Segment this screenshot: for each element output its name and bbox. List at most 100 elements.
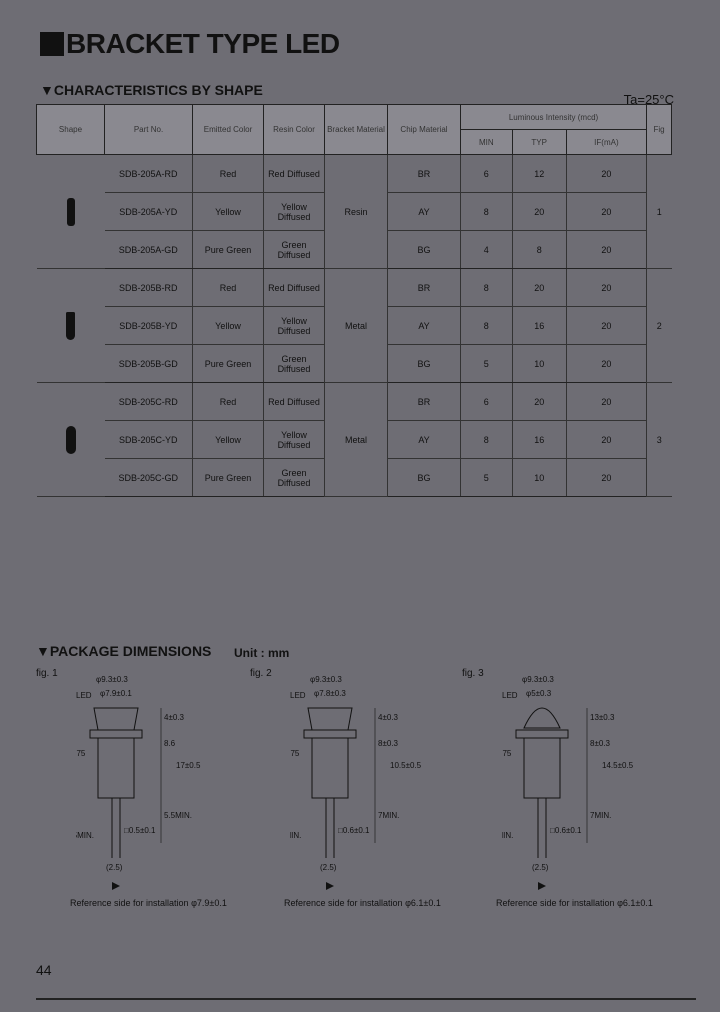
if-ma: 20 [565,306,647,345]
title-text: BRACKET TYPE LED [66,28,340,59]
chip-material: BG [387,230,461,269]
resin-color: Green Diffused [263,230,325,269]
if-ma: 20 [565,154,647,193]
dim-d1: φ9.3±0.3 [310,675,342,684]
reference-note: Reference side for installation φ6.1±0.1 [284,898,441,908]
lum-min: 4 [460,230,513,269]
dim-d2: φ7.8±0.3 [314,689,346,698]
chip-material: AY [387,306,461,345]
chip-material: BR [387,268,461,307]
dim-h3: 10.5±0.5 [390,761,422,770]
title-block-icon [40,32,64,56]
lum-min: 5 [460,344,513,383]
fig-label: fig. 1 [36,668,58,679]
resin-color: Yellow Diffused [263,306,325,345]
chip-material: BG [387,344,461,383]
lum-min: 8 [460,192,513,231]
lum-min: 6 [460,382,513,421]
dim-h2: 8±0.3 [590,739,611,748]
body [523,737,561,799]
th-bracket: Bracket Material [324,104,388,155]
dim-h1: 4±0.3 [378,713,399,722]
emitted-color: Yellow [192,192,264,231]
led-label: LED [502,691,518,700]
dim-h1: 4±0.3 [164,713,185,722]
dim-pin: □0.5±0.1 [124,826,156,835]
page-number: 44 [36,962,52,978]
part-no: SDB-205C-RD [104,382,193,421]
fig-ref: 1 [646,154,672,269]
footer-rule [36,998,696,1000]
led-label: LED [76,691,92,700]
fig-ref: 2 [646,268,672,383]
resin-color: Green Diffused [263,458,325,497]
chip-material: AY [387,192,461,231]
shape-cell [36,154,105,269]
lum-typ: 20 [511,268,567,307]
part-no: SDB-205A-RD [104,154,193,193]
lum-typ: 12 [511,154,567,193]
dim-h3: 17±0.5 [176,761,201,770]
lum-typ: 16 [511,306,567,345]
shape-cell [36,382,105,497]
fig-ref: 3 [646,382,672,497]
dim-d2: φ7.9±0.1 [100,689,132,698]
body [311,737,349,799]
if-ma: 20 [565,382,647,421]
characteristics-table: Shape Part No. Emitted Color Resin Color… [36,104,672,497]
lum-typ: 10 [511,458,567,497]
lum-typ: 20 [511,382,567,421]
dim-h4: 7MIN. [378,811,399,820]
chip-material: BG [387,458,461,497]
bracket-material: Resin [324,154,388,269]
part-no: SDB-205B-GD [104,344,193,383]
resin-color: Red Diffused [263,154,325,193]
chip-material: AY [387,420,461,459]
led-shape-icon [66,197,75,226]
dim-d1: φ9.3±0.3 [96,675,128,684]
dim-pin: □0.6±0.1 [550,826,582,835]
package-heading: ▼PACKAGE DIMENSIONS [36,643,212,659]
resin-color: Yellow Diffused [263,420,325,459]
th-if: IF(mA) [565,129,648,155]
lum-min: 6 [460,154,513,193]
chip-material: BR [387,382,461,421]
flange [89,729,143,739]
thread-label: M8×0.75 [502,749,512,758]
th-part: Part No. [104,104,193,155]
lum-typ: 8 [511,230,567,269]
dim-lead: 8MIN. [290,831,301,840]
dim-h2: 8.6 [164,739,176,748]
led-lens [523,707,561,729]
package-drawing: φ9.3±0.3 φ7.9±0.1 LED M8×0.75 4±0.3 8.6 … [76,675,201,890]
page-title: BRACKET TYPE LED [40,28,340,60]
if-ma: 20 [565,268,647,307]
dim-pitch: (2.5) [320,863,337,872]
dim-h4: 5.5MIN. [164,811,192,820]
dim-h4: 7MIN. [590,811,611,820]
th-chip: Chip Material [387,104,461,155]
resin-color: Yellow Diffused [263,192,325,231]
emitted-color: Red [192,382,264,421]
emitted-color: Pure Green [192,458,264,497]
polarity-icon [326,882,334,890]
if-ma: 20 [565,344,647,383]
polarity-icon [538,882,546,890]
dim-h1: 13±0.3 [590,713,615,722]
bracket-material: Metal [324,382,388,497]
emitted-color: Yellow [192,420,264,459]
fig-label: fig. 2 [250,668,272,679]
th-shape: Shape [36,104,105,155]
characteristics-heading: ▼CHARACTERISTICS BY SHAPE [40,82,263,98]
part-no: SDB-205C-YD [104,420,193,459]
dim-h2: 8±0.3 [378,739,399,748]
part-no: SDB-205B-RD [104,268,193,307]
fig-label: fig. 3 [462,668,484,679]
led-lens [307,707,353,731]
